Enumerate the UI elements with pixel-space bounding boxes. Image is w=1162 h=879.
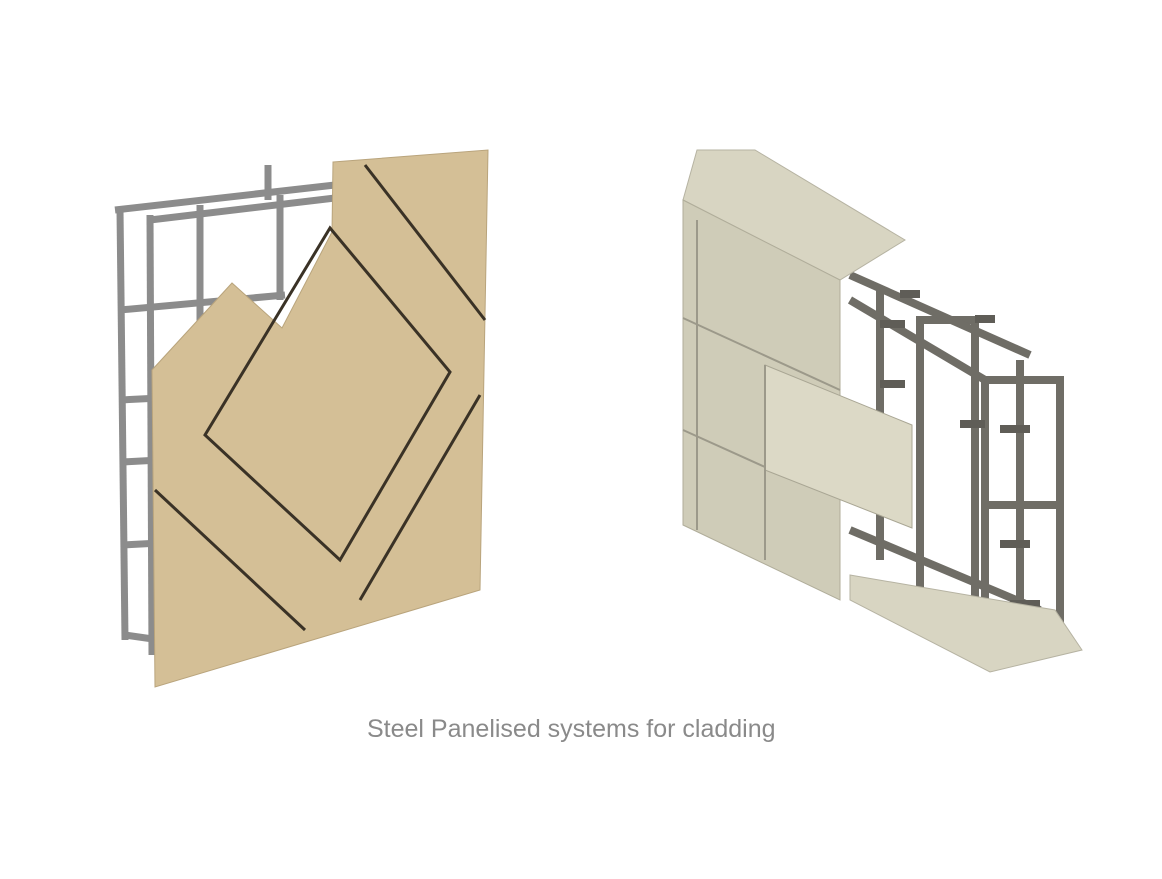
top-slab <box>682 149 906 281</box>
beige-cladding-panel <box>151 149 489 688</box>
slide-caption: Steel Panelised systems for cladding <box>367 715 776 743</box>
base-slab <box>849 574 1083 673</box>
concrete-panel-joints <box>682 220 841 560</box>
panel-joint-lines <box>153 164 487 632</box>
steel-stud-frame <box>114 165 336 656</box>
steel-support-frame <box>847 271 1064 640</box>
concrete-cladding-face <box>682 199 841 601</box>
